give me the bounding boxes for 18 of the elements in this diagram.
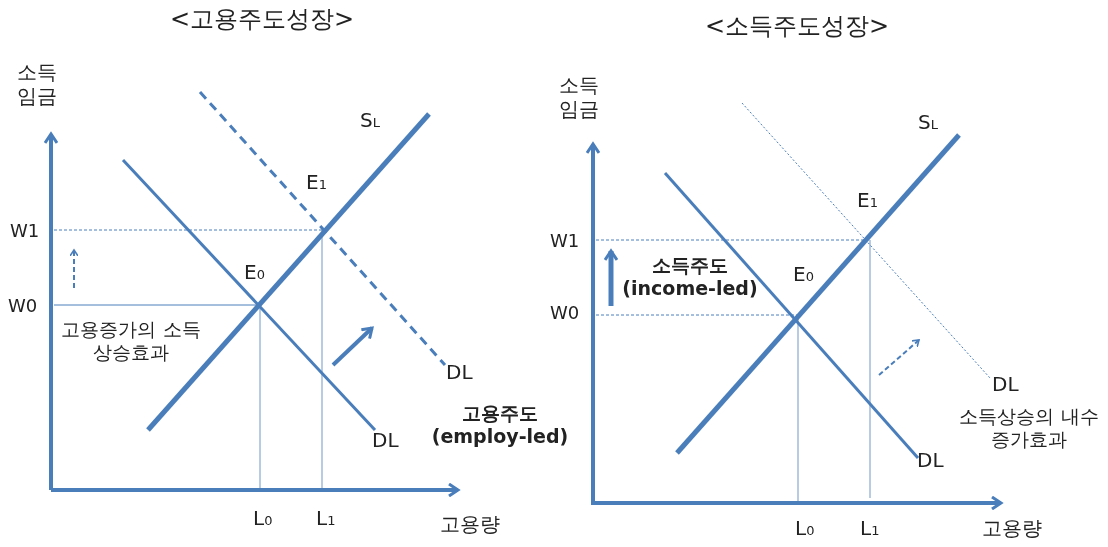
axis-label: 고용량 xyxy=(440,512,500,536)
axis-label: 고용량 xyxy=(982,516,1042,540)
chart-title: <소득주도성장> xyxy=(705,12,890,41)
axis-label: 소득 임금 xyxy=(16,60,58,108)
curve-label: DL xyxy=(446,360,473,384)
annotation: 소득주도 (income-led) xyxy=(621,254,759,300)
curve-label: DL xyxy=(372,428,399,452)
annotation: 고용주도 (employ-led) xyxy=(430,402,570,448)
tick-label: W0 xyxy=(550,302,580,324)
curve-label: DL xyxy=(917,448,944,472)
axis-label: 소득 임금 xyxy=(558,73,600,121)
annotation: 소득상승의 내수증가효과 xyxy=(958,405,1100,451)
tick-label: W1 xyxy=(550,230,580,252)
tick-label: W0 xyxy=(8,295,38,317)
chart-title: <고용주도성장> xyxy=(170,5,355,34)
annotation: 고용증가의 소득상승효과 xyxy=(60,318,202,364)
tick-label: W1 xyxy=(10,220,40,242)
curve-label: DL xyxy=(992,372,1019,396)
